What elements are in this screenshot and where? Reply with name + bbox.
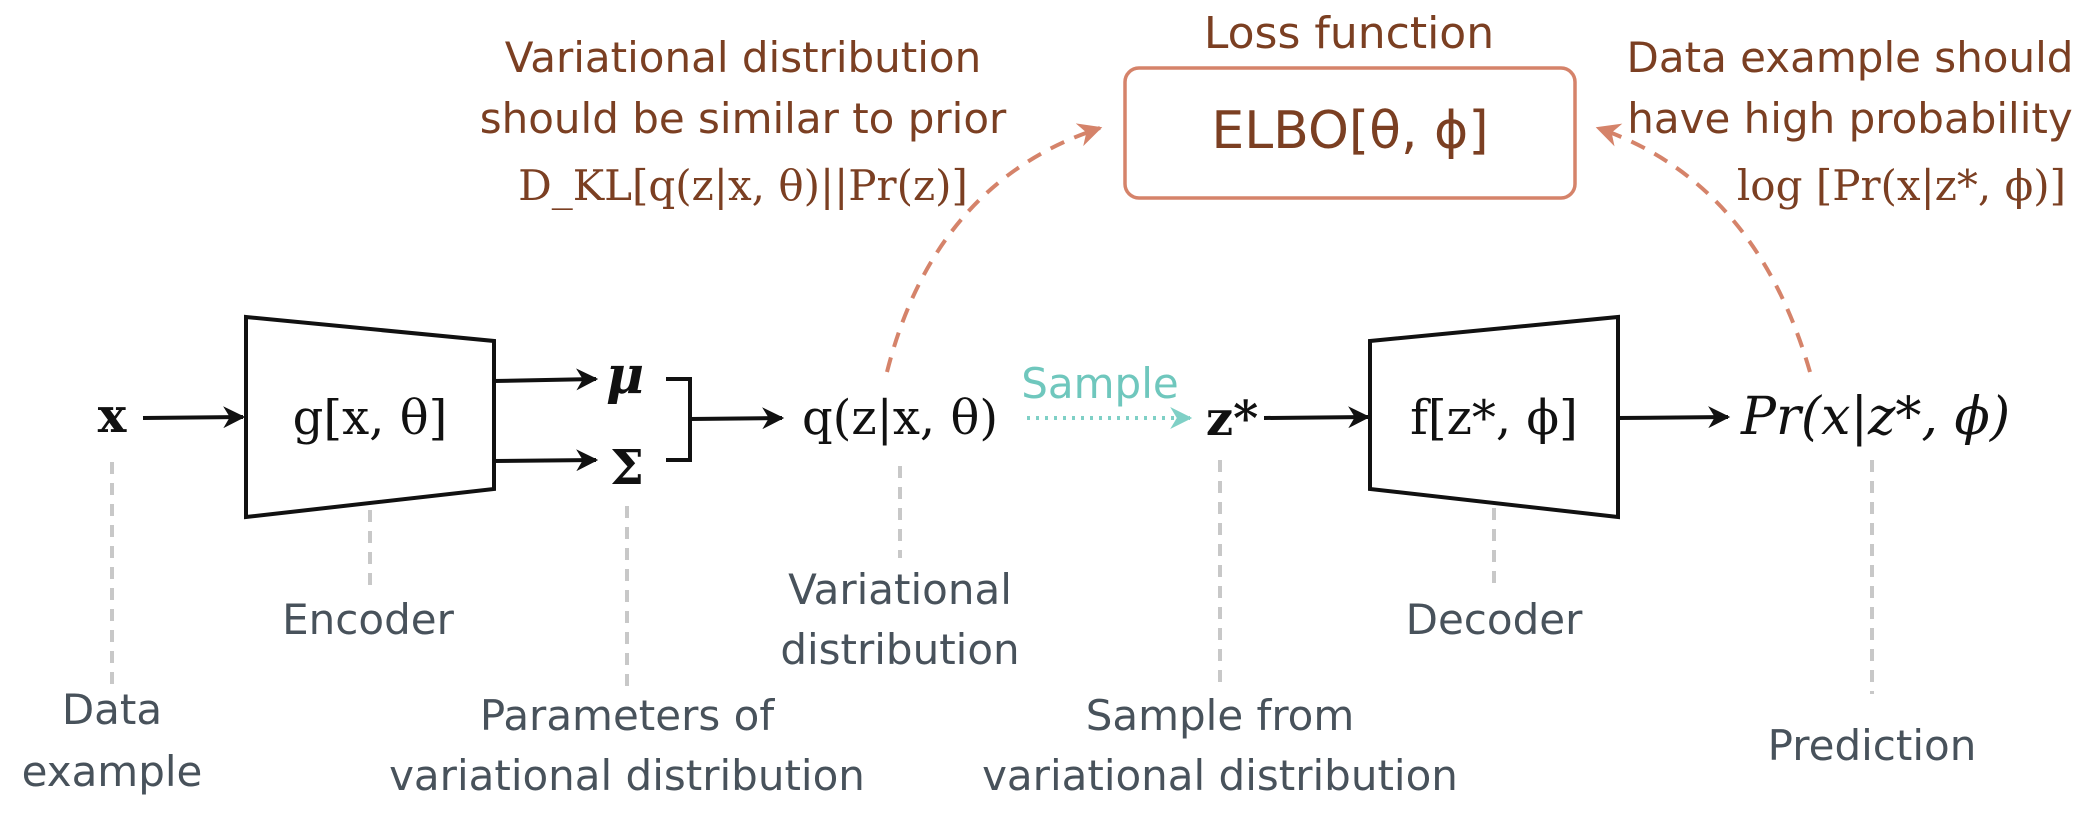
decoder-to-prediction-arrow xyxy=(1617,406,1731,429)
x-node: x xyxy=(98,388,127,444)
kl-note-line1: Variational distribution xyxy=(505,33,981,82)
encoder-box-label: g[x, θ] xyxy=(293,390,448,446)
kl-note-line2: should be similar to prior xyxy=(480,94,1007,143)
encoder-to-sigma-arrow xyxy=(493,449,599,472)
z-star-node: z* xyxy=(1206,391,1258,447)
caption-params-1: Parameters of xyxy=(480,691,775,740)
caption-variational-2: distribution xyxy=(780,625,1019,674)
x-to-encoder-arrow xyxy=(142,406,246,429)
caption-variational-1: Variational xyxy=(788,565,1012,614)
elbo-label: ELBO[θ, ϕ] xyxy=(1211,101,1488,161)
caption-data-example-2: example xyxy=(22,747,203,796)
caption-decoder: Decoder xyxy=(1406,595,1583,644)
encoder-trapezoid xyxy=(244,314,496,520)
likelihood-to-loss-arrow xyxy=(1595,123,1812,373)
q-distribution-node: q(z|x, θ) xyxy=(802,390,998,446)
params-to-q-arrow xyxy=(689,407,785,430)
z-to-decoder-arrow xyxy=(1263,406,1371,429)
caption-sample-from-2: variational distribution xyxy=(982,751,1458,800)
loss-box xyxy=(1123,66,1577,200)
log-likelihood-formula: log [Pr(x|z*, ϕ)] xyxy=(1737,161,2066,210)
params-bracket xyxy=(666,377,692,462)
data-note-line2: have high probability xyxy=(1627,94,2072,143)
kl-to-loss-arrow xyxy=(885,123,1103,373)
caption-sample-from-1: Sample from xyxy=(1086,691,1355,740)
decoder-trapezoid xyxy=(1368,314,1620,520)
caption-encoder: Encoder xyxy=(282,595,454,644)
kl-formula: D_KL[q(z|x, θ)||Pr(z)] xyxy=(518,161,968,210)
loss-function-title: Loss function xyxy=(1204,8,1494,59)
sigma-node: Σ xyxy=(610,440,644,496)
sample-label: Sample xyxy=(1021,359,1178,408)
caption-prediction: Prediction xyxy=(1768,721,1977,770)
mu-node: μ xyxy=(606,345,644,406)
caption-params-2: variational distribution xyxy=(389,751,865,800)
data-note-line1: Data example should xyxy=(1627,33,2074,82)
prediction-node: Pr(x|z*, ϕ) xyxy=(1740,387,2010,447)
decoder-box-label: f[z*, ϕ] xyxy=(1410,390,1578,446)
encoder-to-mu-arrow xyxy=(493,368,599,391)
caption-data-example-1: Data xyxy=(62,685,162,734)
